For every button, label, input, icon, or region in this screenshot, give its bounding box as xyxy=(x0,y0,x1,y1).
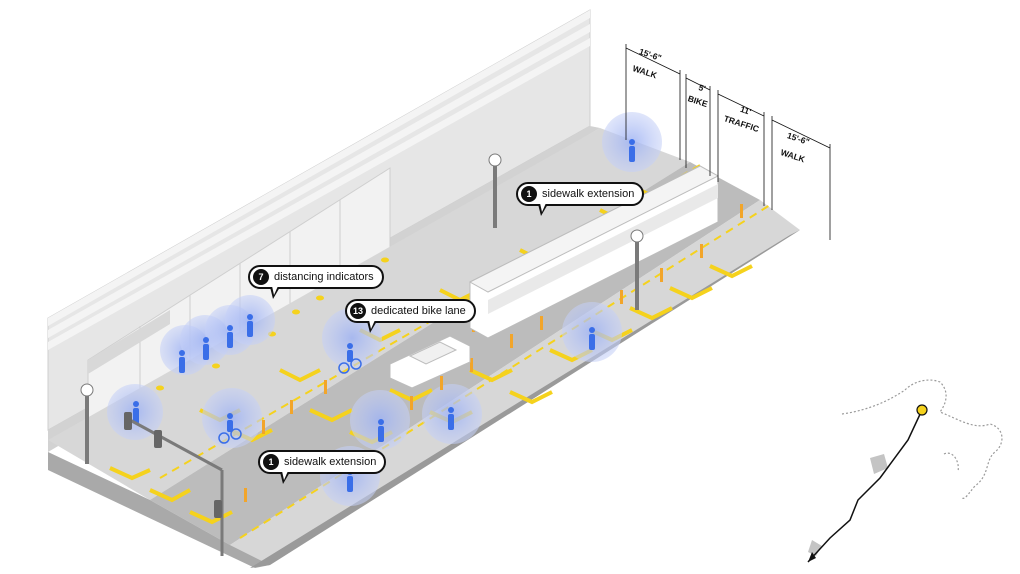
callout-text: sidewalk extension xyxy=(542,188,635,200)
callout-number: 7 xyxy=(253,269,269,285)
dimension-lines xyxy=(625,44,831,240)
callout-text: dedicated bike lane xyxy=(371,305,466,317)
route-minimap xyxy=(807,379,1003,563)
callout-distancing-indicators: 7 distancing indicators xyxy=(248,265,384,299)
distancing-dots xyxy=(156,257,389,391)
callout-sidewalk-extension-top: 1 sidewalk extension xyxy=(516,182,645,216)
callout-text: distancing indicators xyxy=(274,271,374,283)
car xyxy=(389,335,471,389)
callout-number: 1 xyxy=(263,454,279,470)
street-lamps xyxy=(80,153,644,464)
callout-number: 13 xyxy=(350,303,366,319)
cyclists xyxy=(218,358,362,444)
pedestrians xyxy=(133,139,635,492)
callout-dedicated-bike-lane: 13 dedicated bike lane xyxy=(345,299,476,333)
callout-sidewalk-extension-bottom: 1 sidewalk extension xyxy=(258,450,387,484)
callout-text: sidewalk extension xyxy=(284,456,377,468)
callout-number: 1 xyxy=(521,186,537,202)
